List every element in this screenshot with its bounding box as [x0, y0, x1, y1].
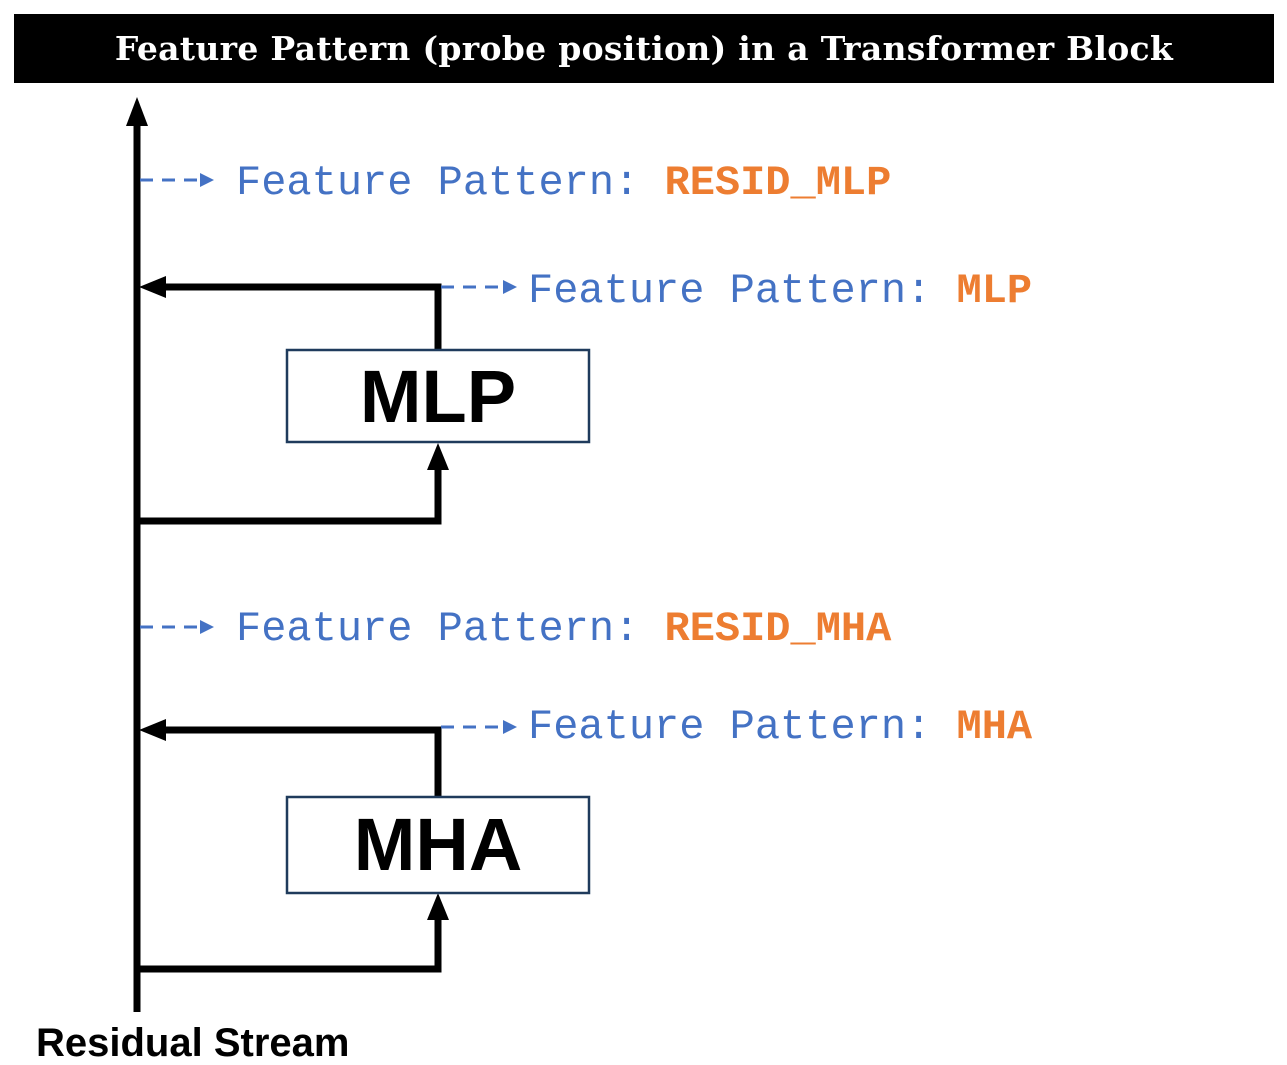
mlp-input-branch	[137, 443, 449, 525]
mlp-block: MLP	[285, 348, 591, 444]
probe-arrow-mha	[441, 720, 517, 734]
feature-pattern-resid-mlp: Feature Pattern: RESID_MLP	[236, 159, 891, 207]
feature-pattern-prefix: Feature Pattern:	[528, 267, 956, 315]
residual-stream-label: Residual Stream	[36, 1021, 349, 1065]
feature-pattern-value: RESID_MHA	[664, 605, 892, 653]
probe-arrow-mlp	[441, 280, 517, 294]
feature-pattern-prefix: Feature Pattern:	[236, 605, 664, 653]
feature-pattern-value: MLP	[956, 267, 1032, 315]
mha-label: MHA	[354, 803, 523, 886]
diagram-title: Feature Pattern (probe position) in a Tr…	[114, 29, 1174, 68]
feature-pattern-mlp: Feature Pattern: MLP	[528, 267, 1032, 315]
mha-output-branch	[139, 719, 442, 797]
residual-stream-line	[126, 97, 148, 1012]
feature-pattern-prefix: Feature Pattern:	[528, 703, 956, 751]
title-bar: Feature Pattern (probe position) in a Tr…	[14, 14, 1274, 83]
probe-arrow-resid-mlp	[140, 173, 214, 187]
mlp-label: MLP	[360, 355, 516, 438]
mha-input-branch	[137, 893, 449, 973]
mlp-output-branch	[139, 276, 442, 350]
feature-pattern-resid-mha: Feature Pattern: RESID_MHA	[236, 605, 892, 653]
feature-pattern-value: MHA	[956, 703, 1032, 751]
probe-arrow-resid-mha	[140, 620, 214, 634]
mha-block: MHA	[285, 795, 591, 895]
feature-pattern-prefix: Feature Pattern:	[236, 159, 664, 207]
feature-pattern-value: RESID_MLP	[664, 159, 891, 207]
feature-pattern-mha: Feature Pattern: MHA	[528, 703, 1033, 751]
